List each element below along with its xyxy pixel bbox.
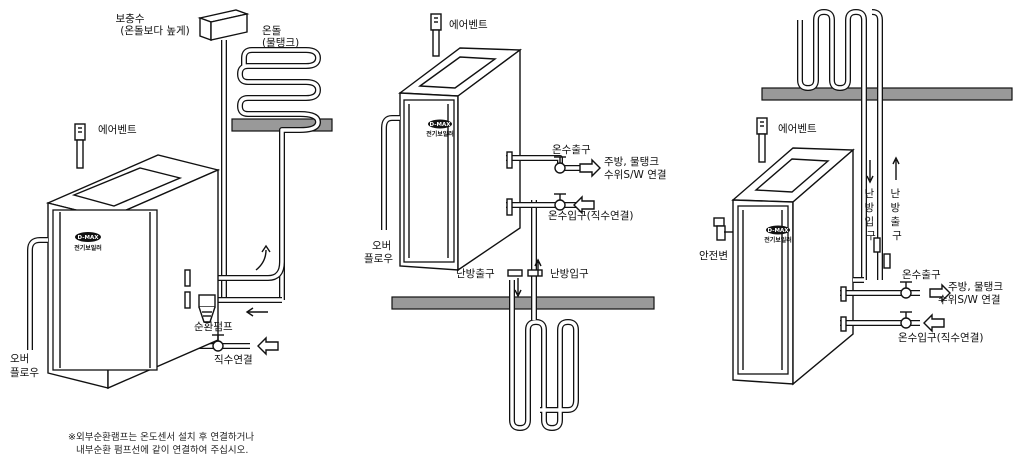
floor-slab xyxy=(391,296,655,310)
label-kitchen-1: 주방, 물탱크 xyxy=(604,156,659,168)
label-overflow-2: 플로우 xyxy=(10,367,39,379)
footnote-line-2: 내부순환 펌프선에 같이 연결하여 주십시오. xyxy=(76,444,248,456)
hollow-arrow-icon xyxy=(579,158,601,178)
hot-in-valve-icon xyxy=(900,311,912,329)
air-vent-icon xyxy=(74,123,86,169)
label-heat-out: 난방출구 xyxy=(456,268,495,280)
label-circulation-pump: 순환펌프 xyxy=(194,321,233,333)
valve-icon xyxy=(873,237,881,253)
circulation-pump-icon xyxy=(198,294,216,323)
left-diagram: D-MAX 전기보일러 에어벤트 xyxy=(10,9,333,390)
hollow-arrow-icon xyxy=(257,336,279,356)
label-overflow-2: 플로우 xyxy=(364,253,393,265)
label-air-vent: 에어벤트 xyxy=(98,124,137,136)
brand-logo: D-MAX 전기보일러 xyxy=(74,232,102,252)
label-ondol-sub: (물탱크) xyxy=(262,37,299,49)
label-hot-in: 온수입구(직수연결) xyxy=(898,331,983,344)
label-overflow-1: 오버 xyxy=(372,240,391,252)
valve-icon xyxy=(507,269,523,277)
label-kitchen-2: 수위S/W 연결 xyxy=(604,168,667,181)
label-makeup-water-sub: (온돌보다 높게) xyxy=(120,25,190,37)
overflow-pipe xyxy=(381,115,400,230)
flow-arrow-icon xyxy=(255,249,267,271)
brand-logo: D-MAX 전기보일러 xyxy=(764,225,792,244)
svg-text:전기보일러: 전기보일러 xyxy=(764,236,792,244)
svg-text:D-MAX: D-MAX xyxy=(78,235,100,241)
footnote-line-1: ※외부순환램프는 온도센서 설치 후 연결하거나 xyxy=(68,431,254,443)
label-hot-out: 온수출구 xyxy=(552,144,591,156)
label-safety-valve: 안전변 xyxy=(699,250,728,262)
label-air-vent: 에어벤트 xyxy=(778,123,817,135)
air-vent-icon xyxy=(430,13,442,57)
hollow-arrow-icon xyxy=(923,313,945,333)
boiler-right xyxy=(731,147,855,386)
label-hot-in: 온수입구(직수연결) xyxy=(548,209,633,222)
valve-icon xyxy=(527,269,543,277)
hot-out-valve-icon xyxy=(554,156,566,174)
air-vent-icon xyxy=(756,117,768,163)
ceiling-slab xyxy=(761,87,1013,101)
boiler-left xyxy=(45,154,221,390)
makeup-water-tank xyxy=(197,9,250,41)
label-kitchen-2: 수위S/W 연결 xyxy=(938,293,1001,306)
middle-diagram: D-MAX 전기보일러 에어벤트 xyxy=(364,13,667,431)
boiler-middle xyxy=(398,47,523,272)
hollow-arrow-icon xyxy=(929,283,951,303)
hot-out-valve-icon xyxy=(900,281,912,299)
right-diagram: D-MAX 전기보일러 에어벤트 안전변 xyxy=(699,9,1013,386)
label-ondol: 온돌 xyxy=(262,25,282,37)
svg-text:전기보일러: 전기보일러 xyxy=(426,130,454,138)
safety-valve-icon xyxy=(713,217,733,241)
label-makeup-water: 보충수 xyxy=(116,13,145,25)
valve-icon xyxy=(184,269,191,309)
hollow-arrow-icon xyxy=(573,195,595,215)
svg-text:D-MAX: D-MAX xyxy=(768,228,790,234)
hot-in-valve-icon xyxy=(554,193,566,211)
label-overflow-1: 오버 xyxy=(10,353,29,365)
direct-water-valve-icon xyxy=(212,334,224,352)
label-heat-in: 난방입구 xyxy=(550,267,589,280)
svg-text:D-MAX: D-MAX xyxy=(430,122,452,128)
svg-text:전기보일러: 전기보일러 xyxy=(74,244,102,252)
label-direct-water: 직수연결 xyxy=(214,354,253,366)
overflow-pipe xyxy=(27,237,48,350)
valve-icon xyxy=(883,253,891,269)
label-heat-in-vertical: 난 방 입 구 xyxy=(864,188,877,242)
label-air-vent: 에어벤트 xyxy=(449,19,488,31)
brand-logo: D-MAX 전기보일러 xyxy=(426,119,454,138)
label-kitchen-1: 주방, 물탱크 xyxy=(948,281,1003,293)
label-heat-out-vertical: 난 방 출 구 xyxy=(890,188,903,242)
label-hot-out: 온수출구 xyxy=(902,269,941,281)
